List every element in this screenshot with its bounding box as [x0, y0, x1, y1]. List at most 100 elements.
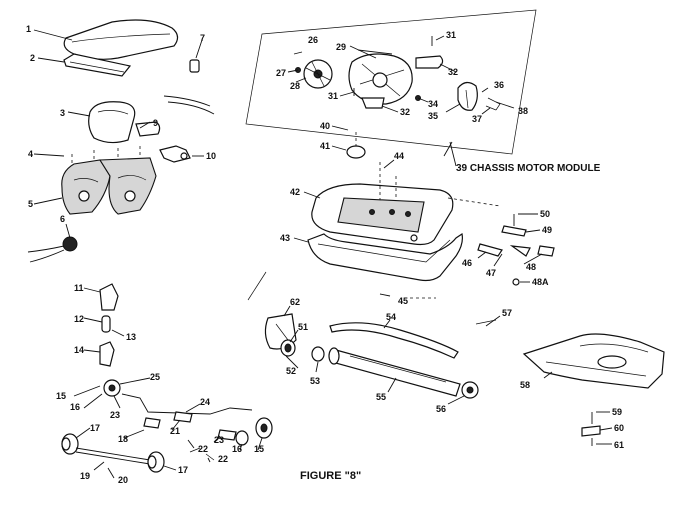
label-part-22-upper: 22 — [198, 444, 208, 454]
part-23-wheel-hub-left — [103, 379, 121, 397]
part-28-fan — [303, 59, 333, 89]
label-part-21: 21 — [170, 426, 180, 436]
part-6-switch-with-cord — [27, 236, 78, 263]
label-part-14: 14 — [74, 345, 84, 355]
part-2-bumper-strip — [63, 53, 132, 77]
part-41-knob — [346, 132, 366, 159]
part-23-wheel-hub-right — [217, 429, 249, 446]
label-part-29: 29 — [336, 42, 346, 52]
label-part-22-lower: 22 — [218, 454, 228, 464]
label-part-18: 18 — [118, 434, 128, 444]
label-part-25: 25 — [150, 372, 160, 382]
label-part-59: 59 — [612, 407, 622, 417]
part-32-top-bracket — [415, 55, 444, 69]
label-part-48: 48 — [526, 262, 536, 272]
part-15-wheel-right — [255, 417, 273, 439]
label-part-19: 19 — [80, 471, 90, 481]
label-part-7: 7 — [200, 33, 205, 43]
part-3-hood-housing — [88, 101, 136, 144]
label-part-62: 62 — [290, 297, 300, 307]
label-part-17-left: 17 — [90, 423, 100, 433]
motor-module-screws — [293, 36, 433, 101]
part-14-latch — [99, 341, 115, 367]
part-48a-screw — [512, 278, 530, 286]
part-number-labels: 1 2 7 3 9 4 10 5 6 31 26 29 27 32 28 36 … — [26, 24, 624, 485]
part-43-base-gasket — [307, 233, 463, 282]
part-60-clip — [581, 412, 601, 446]
label-part-9: 9 — [153, 118, 158, 128]
label-part-15-left: 15 — [56, 391, 66, 401]
label-part-16-right: 16 — [232, 444, 242, 454]
label-part-60: 60 — [614, 423, 624, 433]
part-55-brush-roll — [328, 347, 461, 397]
part-18-axle — [75, 447, 151, 465]
part-35-belt-cover — [457, 81, 478, 111]
part-21-bracket — [143, 411, 193, 429]
label-part-4: 4 — [28, 149, 33, 159]
label-part-56: 56 — [436, 404, 446, 414]
label-part-16-left: 16 — [70, 402, 80, 412]
label-part-61: 61 — [614, 440, 624, 450]
part-56-end-cap — [461, 381, 479, 399]
label-part-51: 51 — [298, 322, 308, 332]
label-part-10: 10 — [206, 151, 216, 161]
part-22-clips — [189, 447, 215, 461]
label-part-31-top: 31 — [446, 30, 456, 40]
part-7-knob — [189, 59, 200, 73]
label-part-11: 11 — [74, 283, 84, 293]
label-part-23-left: 23 — [110, 410, 120, 420]
label-part-48a: 48A — [532, 277, 549, 287]
label-part-26: 26 — [308, 35, 318, 45]
part-9-cylinder — [135, 121, 161, 137]
part-37-clip — [485, 97, 501, 111]
part-49-clip — [501, 214, 527, 237]
label-part-1: 1 — [26, 24, 31, 34]
leader-lines-plate — [485, 315, 613, 445]
part-10-bracket — [159, 145, 191, 163]
label-part-43: 43 — [280, 233, 290, 243]
part-5-lower-housing — [61, 157, 157, 215]
part-17-rear-wheel-left — [61, 433, 79, 455]
part-12-spring — [101, 315, 111, 333]
leader-lines-left — [33, 29, 204, 239]
part-1-top-cover — [63, 19, 179, 60]
part-48-terminal — [509, 245, 555, 257]
label-part-12: 12 — [74, 314, 84, 324]
motor-module-box — [245, 9, 537, 155]
part-11-pedal — [99, 283, 119, 311]
label-part-57: 57 — [502, 308, 512, 318]
label-part-2: 2 — [30, 53, 35, 63]
label-part-38: 38 — [518, 106, 528, 116]
label-part-52: 52 — [286, 366, 296, 376]
part-53-washer — [311, 346, 325, 362]
leader-lines-brush — [283, 305, 465, 405]
part-29-motor — [348, 53, 413, 105]
label-part-24: 24 — [200, 397, 210, 407]
module-caption: 39 CHASSIS MOTOR MODULE — [456, 163, 601, 174]
part-32-bottom-bracket — [361, 97, 385, 109]
label-part-47: 47 — [486, 268, 496, 278]
label-part-55: 55 — [376, 392, 386, 402]
part-54-belt — [329, 322, 459, 359]
leader-lines-chassis — [293, 125, 395, 243]
label-part-36: 36 — [494, 80, 504, 90]
label-part-15-right: 15 — [254, 444, 264, 454]
label-part-35: 35 — [428, 111, 438, 121]
label-part-23-right: 23 — [214, 435, 224, 445]
label-part-40: 40 — [320, 121, 330, 131]
part-58-bottom-plate — [522, 333, 665, 389]
figure-title: FIGURE "8" — [300, 470, 361, 482]
label-part-13: 13 — [126, 332, 136, 342]
power-cord — [163, 95, 215, 115]
label-part-27: 27 — [276, 68, 286, 78]
brush-area-outline — [247, 271, 497, 325]
label-part-41: 41 — [320, 141, 330, 151]
leader-lines-module — [287, 35, 515, 167]
screws-row — [71, 146, 141, 164]
label-part-45: 45 — [398, 296, 408, 306]
label-part-42: 42 — [290, 187, 300, 197]
part-46-connector — [477, 243, 503, 257]
label-part-20: 20 — [118, 475, 128, 485]
